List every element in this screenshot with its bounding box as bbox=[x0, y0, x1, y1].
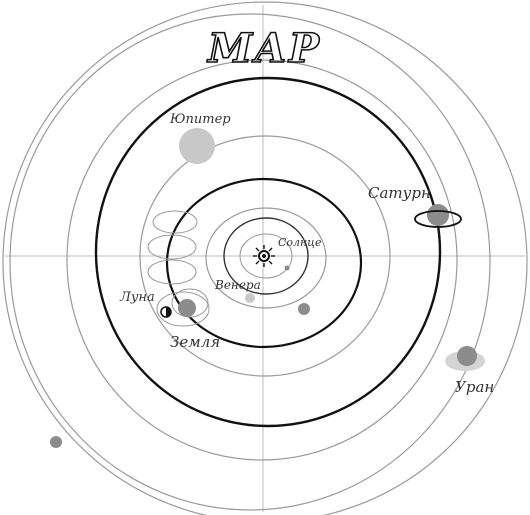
orbit-thick-inner bbox=[165, 177, 363, 349]
saturn-planet bbox=[414, 204, 462, 228]
mercury-planet bbox=[284, 265, 290, 271]
orbit-inner-1 bbox=[205, 207, 327, 309]
orbit-thick-outer bbox=[94, 76, 442, 428]
orbit-outer-1 bbox=[9, 13, 491, 511]
diagram-title: МАР bbox=[206, 25, 321, 72]
jupiter-label: Юпитер bbox=[169, 112, 231, 127]
orbit-inner-3 bbox=[239, 233, 293, 279]
saturn-label: Сатурн bbox=[368, 184, 431, 202]
earth-planet bbox=[178, 299, 196, 317]
sun-label: Солнце bbox=[278, 236, 322, 249]
earth-label: Земля bbox=[170, 333, 220, 351]
moon-label: Луна bbox=[119, 290, 155, 305]
sun-icon bbox=[253, 245, 275, 267]
mars-planet bbox=[298, 303, 310, 315]
jupiter-planet bbox=[179, 128, 215, 164]
venus-label: Венера bbox=[214, 278, 261, 292]
venus-planet bbox=[245, 293, 255, 303]
moon-phase-ellipses bbox=[147, 210, 210, 327]
uranus-planet bbox=[445, 346, 485, 371]
uranus-label: Уран bbox=[455, 378, 494, 396]
orbit-mid-1 bbox=[139, 135, 391, 377]
orbit-outer-2 bbox=[66, 59, 458, 461]
distant-planet bbox=[50, 436, 62, 448]
moon-icon bbox=[160, 306, 172, 318]
orbit-inner-2 bbox=[223, 217, 309, 295]
